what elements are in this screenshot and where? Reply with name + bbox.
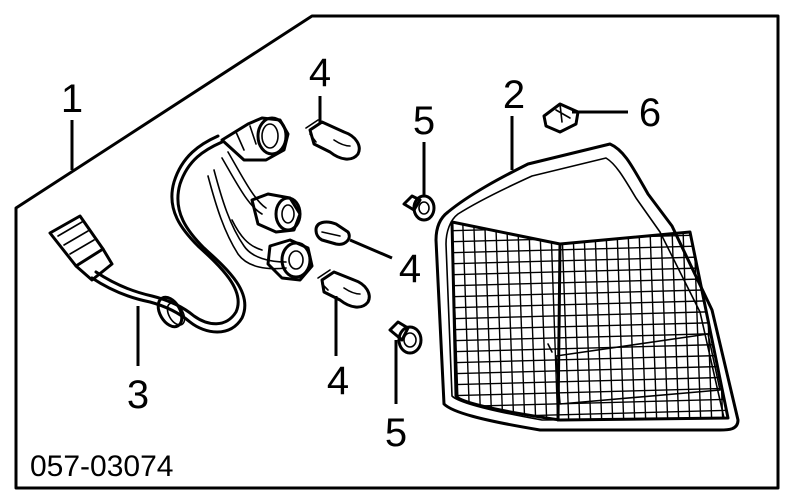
callout-4-middle: 4	[399, 247, 421, 291]
callout-2: 2	[503, 73, 525, 117]
bulb-middle	[314, 220, 351, 246]
bulb-socket-middle	[250, 192, 302, 234]
callout-1: 1	[61, 77, 83, 121]
wiring-harness	[48, 116, 314, 334]
bulb-socket-upper	[220, 116, 290, 162]
tail-lamp-lens	[434, 142, 740, 432]
clip-lower	[388, 320, 423, 355]
part-code: 057-03074	[30, 450, 173, 483]
grommet	[156, 295, 186, 329]
callout-3: 3	[127, 373, 149, 417]
leader-4b	[349, 238, 393, 260]
bulb-lower	[317, 269, 371, 309]
clip-small	[542, 102, 580, 134]
assembly-frame	[14, 14, 780, 490]
clip-upper	[402, 194, 436, 222]
connector-plug	[48, 214, 114, 282]
callout-6: 6	[639, 91, 661, 135]
callout-4-top: 4	[309, 51, 331, 95]
bulb-upper	[305, 119, 361, 161]
callout-4-bottom: 4	[327, 359, 349, 403]
callout-5-bottom: 5	[385, 411, 407, 455]
callout-5-top: 5	[413, 99, 435, 143]
bulb-socket-lower	[266, 238, 314, 282]
lens-grid	[452, 222, 728, 420]
